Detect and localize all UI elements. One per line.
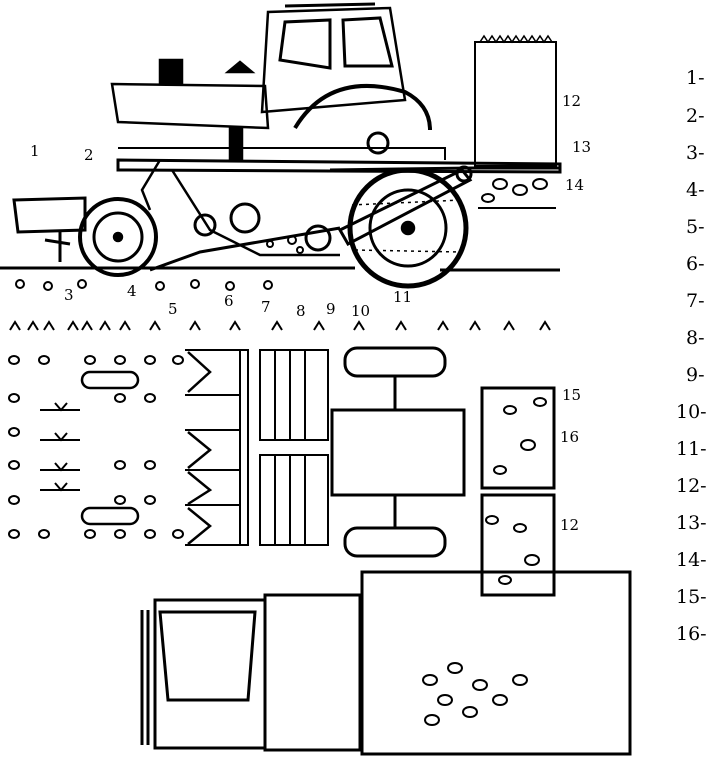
callout-13: 13: [572, 138, 591, 156]
callout-6: 6: [224, 292, 234, 310]
legend-item: 3-: [686, 142, 705, 164]
callout-10: 10: [351, 302, 370, 320]
callout-4: 4: [127, 282, 137, 300]
legend: 1- 2- 3- 4- 5- 6- 7- 8- 9- 10- 11- 12- 1…: [676, 67, 707, 645]
cab-window: [278, 18, 332, 70]
callout-8: 8: [296, 302, 306, 320]
legend-item: 11-: [676, 438, 707, 460]
cab-window-rear: [341, 16, 394, 68]
front-wheel: [78, 197, 158, 277]
plant-row: [9, 320, 551, 331]
bin-plan-upper: [480, 386, 556, 490]
front-wheel-top: [80, 370, 140, 390]
legend-item: 5-: [686, 216, 705, 238]
sieve: [259, 349, 329, 546]
callout-2: 2: [84, 146, 94, 164]
legend-item: 10-: [676, 401, 707, 423]
callout-15: 15: [562, 386, 581, 404]
side-view: [0, 2, 562, 291]
rear-wheel: [347, 167, 469, 289]
legend-item: 13-: [676, 512, 707, 534]
plan-view: [8, 346, 632, 756]
truck-cab: [153, 598, 267, 750]
bin-side: [474, 41, 557, 167]
gearbox: [330, 408, 466, 497]
callout-14: 14: [565, 176, 584, 194]
callout-12-plan: 12: [560, 516, 579, 534]
legend-item: 1-: [686, 67, 705, 89]
callout-5: 5: [168, 300, 178, 318]
legend-item: 7-: [686, 290, 705, 312]
ground-line: [0, 266, 560, 272]
truck-bed: [360, 570, 632, 756]
bin-plan-lower: [480, 493, 556, 597]
callouts: 1 2 3 4 5 6 7 8 9 10 11 12 13 14 15 16 1…: [30, 92, 591, 534]
cab: [260, 6, 407, 114]
discharge-conveyor: [329, 166, 560, 172]
engine-hood: [110, 82, 270, 130]
legend-item: 15-: [676, 586, 707, 608]
legend-item: 4-: [686, 179, 705, 201]
callout-16: 16: [560, 428, 579, 446]
digger-teeth: [185, 349, 240, 546]
legend-item: 14-: [676, 549, 707, 571]
callout-9: 9: [326, 300, 336, 318]
callout-1: 1: [30, 142, 40, 160]
legend-item: 9-: [686, 364, 705, 386]
legend-item: 16-: [676, 623, 707, 645]
front-wheel-bottom: [80, 506, 140, 526]
front-implement: [12, 196, 87, 234]
callout-12: 12: [562, 92, 581, 110]
legend-item: 12-: [676, 475, 707, 497]
callout-3: 3: [64, 286, 74, 304]
callout-11: 11: [393, 288, 412, 306]
callout-7: 7: [261, 298, 271, 316]
frame: [116, 158, 562, 174]
legend-item: 6-: [686, 253, 705, 275]
rear-fender: [293, 84, 432, 131]
legend-item: 2-: [686, 105, 705, 127]
legend-item: 8-: [686, 327, 705, 349]
